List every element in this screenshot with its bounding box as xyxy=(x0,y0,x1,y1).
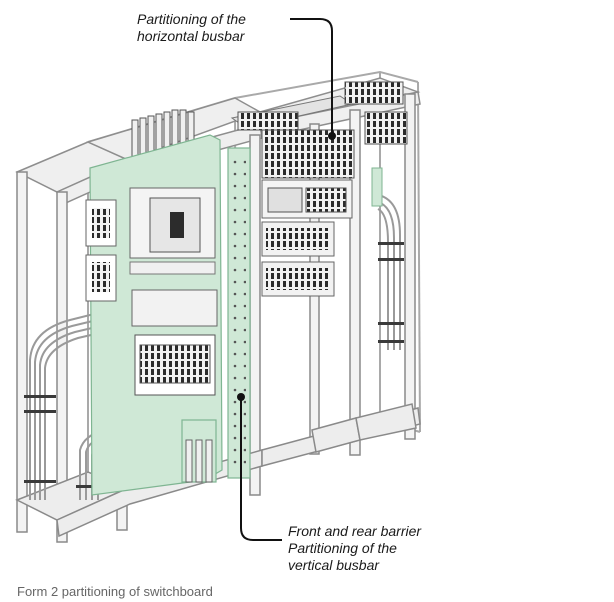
label-vertical-busbar-line2: Partitioning of the xyxy=(288,540,397,556)
label-horizontal-busbar-line2: horizontal busbar xyxy=(137,28,245,44)
leader-horizontal-busbar xyxy=(290,18,333,134)
label-vertical-busbar-line1: Front and rear barrier xyxy=(288,523,422,539)
label-horizontal-busbar: Partitioning of the horizontal busbar xyxy=(137,11,246,45)
vertical-busbars xyxy=(131,109,195,171)
label-vertical-busbar-line3: vertical busbar xyxy=(288,557,380,573)
left-compartment xyxy=(85,160,246,470)
right-cables xyxy=(377,194,401,350)
leader-dot-vertical xyxy=(237,393,245,401)
label-vertical-busbar: Front and rear barrier Partitioning of t… xyxy=(288,523,424,574)
label-horizontal-busbar-line1: Partitioning of the xyxy=(137,11,246,27)
leader-dot-horizontal xyxy=(328,132,336,140)
horizontal-busbar xyxy=(230,81,408,179)
bottom-bars xyxy=(185,439,213,483)
right-compartment xyxy=(261,179,353,297)
figure-caption: Form 2 partitioning of switchboard xyxy=(17,584,213,599)
leader-vertical-busbar xyxy=(240,398,282,541)
